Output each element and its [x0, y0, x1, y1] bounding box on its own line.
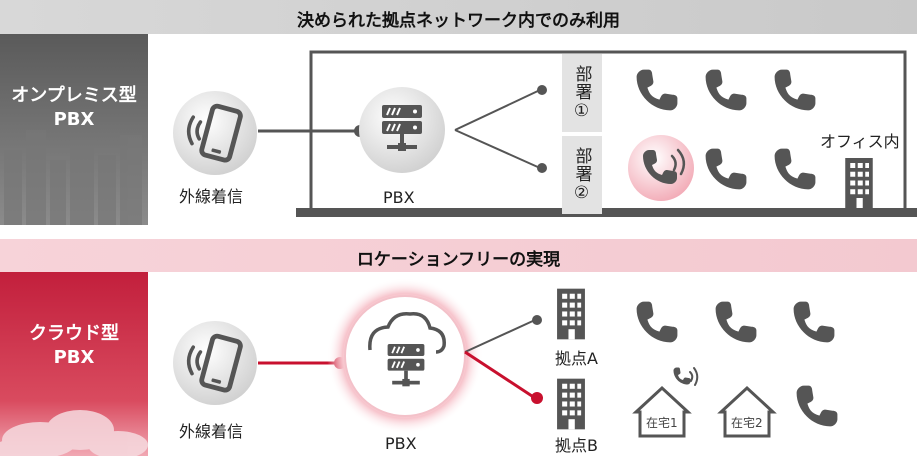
side-label-line1: クラウド型: [29, 323, 119, 344]
top-title: 決められた拠点ネットワーク内でのみ利用: [297, 11, 620, 31]
pbx-label: PBX: [383, 188, 415, 207]
office-building-icon: [845, 158, 873, 208]
dept-2-label: 部署②: [562, 136, 602, 214]
bottom-title: ロケーションフリーの実現: [356, 250, 561, 270]
incoming-call-button-bottom: [173, 321, 257, 405]
clouds-image: [0, 410, 148, 456]
incoming-call-label: 外線着信: [179, 422, 244, 441]
site-a-building-icon: [557, 288, 585, 340]
site-a-label: 拠点A: [555, 349, 598, 368]
office-floor: [296, 208, 917, 217]
side-label-line2: PBX: [53, 347, 95, 368]
home-2-label: 在宅2: [731, 416, 763, 430]
home-1-label: 在宅1: [646, 416, 678, 430]
home-1-icon: [632, 385, 692, 438]
incoming-call-button-top: [173, 91, 257, 175]
pbx-label: PBX: [385, 434, 417, 453]
top-title-bar: [0, 0, 917, 34]
dept-1-label: 部署①: [562, 54, 602, 132]
cloud-icon: [368, 312, 446, 354]
home-2-icon: [717, 385, 777, 438]
bottom-title-bar: [0, 239, 917, 272]
cloud-pbx-node: [344, 295, 466, 417]
side-label-line1: オンプレミス型: [11, 85, 137, 106]
site-b-label: 拠点B: [555, 436, 598, 455]
site-b-building-icon: [557, 378, 585, 430]
office-label: オフィス内: [820, 132, 900, 151]
city-skyline-image: [4, 130, 142, 225]
side-label-line2: PBX: [53, 109, 95, 130]
incoming-call-label: 外線着信: [179, 187, 244, 206]
ringing-phone-highlight: [628, 135, 694, 201]
on-premise-label: オンプレミス型 PBX: [4, 84, 144, 132]
cloud-pbx-side-label: クラウド型 PBX: [4, 322, 144, 370]
